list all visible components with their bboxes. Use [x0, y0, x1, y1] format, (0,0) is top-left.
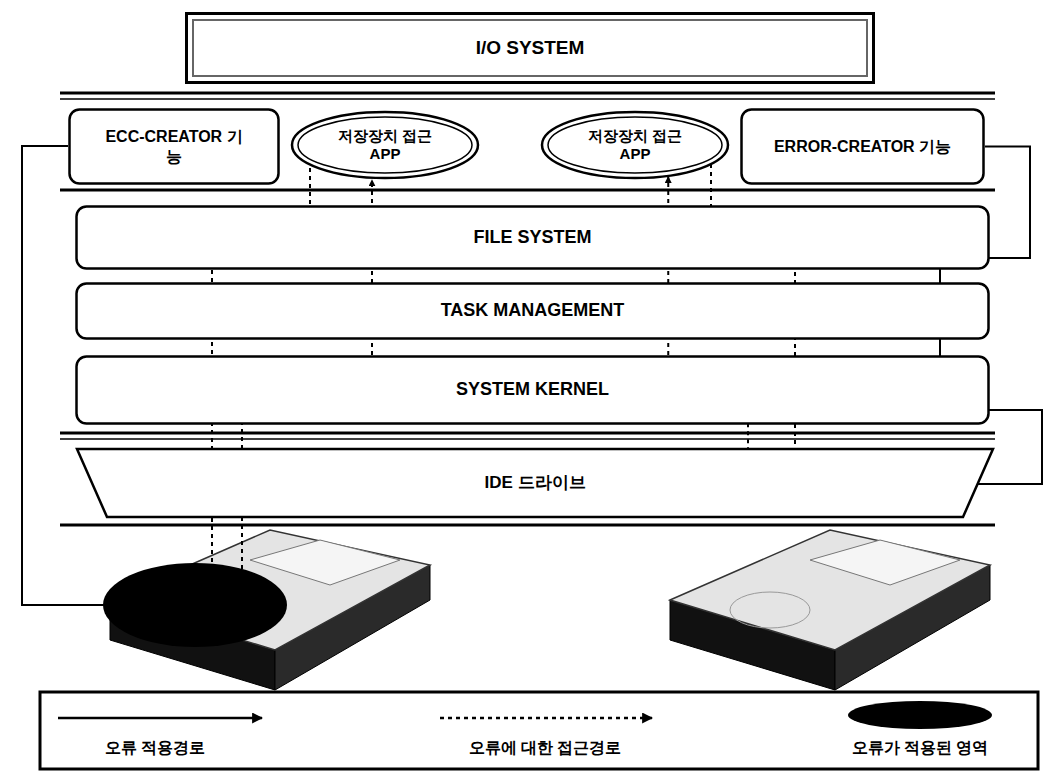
- legend-label: 오류가 적용된 영역: [852, 738, 989, 759]
- system-layer-box: I/O SYSTEM: [185, 12, 875, 84]
- layer-band: SYSTEM KERNEL: [75, 355, 990, 425]
- layer-band: TASK MANAGEMENT: [75, 282, 990, 340]
- border: [77, 449, 993, 517]
- error-region: [103, 563, 287, 647]
- node-text-group: ECC-CREATOR 기능: [99, 127, 249, 165]
- node-label: ECC-CREATOR 기능: [99, 127, 249, 165]
- separator-line: [60, 189, 995, 192]
- node-label: TASK MANAGEMENT: [441, 300, 625, 322]
- separator-line: [60, 92, 995, 95]
- node-label: ERROR-CREATOR 기능: [774, 137, 951, 156]
- app-ellipse: 저장장치 접근 APP: [290, 110, 480, 180]
- node-label: I/O SYSTEM: [476, 37, 585, 60]
- node-text-group: IDE 드라이브: [484, 473, 585, 493]
- border: [77, 207, 989, 269]
- separator-line: [60, 524, 995, 527]
- node-label: 저장장치 접근 APP: [335, 127, 435, 163]
- node-text-group: SYSTEM KERNEL: [456, 379, 609, 401]
- node-text-group: TASK MANAGEMENT: [441, 300, 625, 322]
- layer-separator: [60, 93, 995, 525]
- node-text-group: I/O SYSTEM: [476, 37, 585, 60]
- node-text-group: FILE SYSTEM: [473, 227, 591, 249]
- legend-solid-sample: [58, 717, 262, 720]
- outer-border: [292, 112, 478, 178]
- inner-border: [193, 20, 867, 76]
- node-text-group: ERROR-CREATOR 기능: [774, 137, 951, 156]
- node-outline: [68, 108, 280, 185]
- separator-line: [60, 432, 995, 435]
- disk-top: [670, 530, 990, 650]
- disk-label-plate: [810, 540, 960, 585]
- legend-swatch: [848, 701, 992, 729]
- separator-line: [60, 438, 995, 440]
- disk-platter-mark: [730, 592, 810, 628]
- node-label: SYSTEM KERNEL: [456, 379, 609, 401]
- hard-disk: [103, 530, 430, 690]
- outer-border: [542, 112, 728, 178]
- border: [77, 284, 989, 339]
- driver-band: IDE 드라이브: [75, 447, 995, 519]
- legend-label: 오류에 대한 접근경로: [469, 738, 622, 759]
- legend-dotted-sample: [440, 717, 652, 720]
- separator-line: [60, 98, 995, 100]
- border: [70, 110, 279, 184]
- inner-border: [548, 117, 722, 173]
- node-text-group: 저장장치 접근 APP: [585, 127, 685, 163]
- legend-label: 오류 적용경로: [105, 738, 205, 759]
- node-label: 저장장치 접근 APP: [585, 127, 685, 163]
- legend-frame: [40, 692, 1038, 769]
- border: [742, 110, 984, 184]
- outer-border: [187, 14, 874, 83]
- function-box: ECC-CREATOR 기능: [68, 108, 280, 185]
- node-label: IDE 드라이브: [484, 473, 585, 493]
- function-box: ERROR-CREATOR 기능: [740, 108, 985, 185]
- border: [77, 357, 989, 424]
- disk-label-plate: [250, 540, 400, 585]
- layer-band: FILE SYSTEM: [75, 205, 990, 270]
- node-text-group: 저장장치 접근 APP: [335, 127, 435, 163]
- node-label: FILE SYSTEM: [473, 227, 591, 249]
- inner-border: [298, 117, 472, 173]
- hard-disk: [670, 530, 990, 690]
- app-ellipse: 저장장치 접근 APP: [540, 110, 730, 180]
